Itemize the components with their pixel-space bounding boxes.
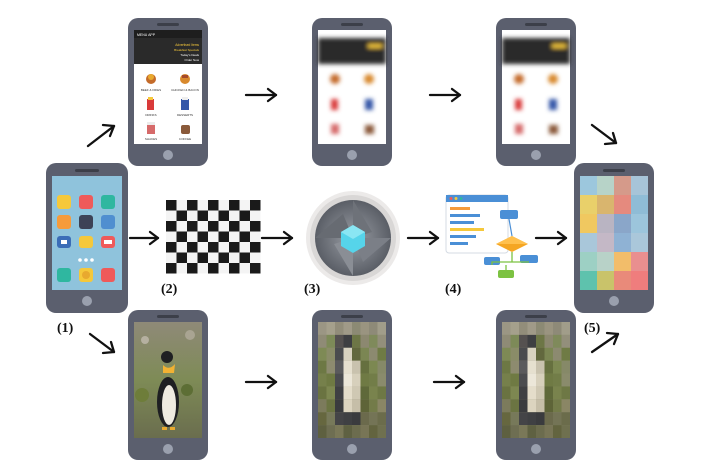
phone-icon-penguin-pixelated-1 xyxy=(312,310,392,460)
food-item-label: SHAKES xyxy=(145,137,157,141)
camera-lens-icon xyxy=(306,191,400,285)
arrow-icon xyxy=(260,230,294,246)
arrow-icon xyxy=(590,123,618,146)
phone-icon-penguin xyxy=(128,310,208,460)
food-item-label: COFFEE xyxy=(179,137,191,141)
flowchart-icon xyxy=(445,194,538,278)
arrow-icon xyxy=(86,123,116,148)
food-app-promo-line: Breakfast Specials xyxy=(174,48,199,52)
arrow-icon xyxy=(128,230,160,246)
checkerboard-icon xyxy=(166,200,261,274)
step-label-4: (4) xyxy=(445,282,462,297)
pixelated-penguin-photo xyxy=(318,322,386,438)
phone-icon-penguin-pixelated-2 xyxy=(496,310,576,460)
arrow-icon xyxy=(432,374,466,390)
food-item-label: CHICKEN & BACON xyxy=(171,88,199,92)
arrow-icon xyxy=(244,374,278,390)
phone-icon-food-app: MENU APP Advertised Items Breakfast Spec… xyxy=(128,18,208,166)
step-label-1: (1) xyxy=(57,321,74,336)
pixelated-penguin-photo xyxy=(502,322,570,438)
step-label-5: (5) xyxy=(584,321,601,336)
food-app-promo-line: Order Now xyxy=(184,58,199,62)
arrow-icon xyxy=(244,87,278,103)
phone-icon-source xyxy=(46,163,128,313)
arrow-icon xyxy=(534,230,568,246)
app-icons-grid xyxy=(57,195,115,282)
arrow-icon xyxy=(428,87,462,103)
phone-icon-food-blurred-1 xyxy=(312,18,392,166)
food-app-promo-line: Today's Deals xyxy=(180,53,199,57)
step-label-3: (3) xyxy=(304,282,321,297)
arrow-icon xyxy=(406,230,440,246)
phone-icon-output xyxy=(574,163,654,313)
food-item-label: BEEF & FRIES xyxy=(141,88,161,92)
step-label-2: (2) xyxy=(161,282,178,297)
food-items-grid: BEEF & FRIES CHICKEN & BACON DRINKS DESS… xyxy=(141,74,199,141)
pixelated-app-grid xyxy=(580,176,648,290)
food-item-label: DESSERTS xyxy=(177,113,193,117)
food-app-title: MENU APP xyxy=(137,33,156,37)
food-app-promo-line: Advertised Items xyxy=(175,43,199,47)
penguin-photo xyxy=(135,330,195,430)
arrow-icon xyxy=(88,332,116,355)
arrow-icon xyxy=(590,331,620,354)
food-item-label: DRINKS xyxy=(145,113,156,117)
phone-icon-food-blurred-2 xyxy=(496,18,576,166)
